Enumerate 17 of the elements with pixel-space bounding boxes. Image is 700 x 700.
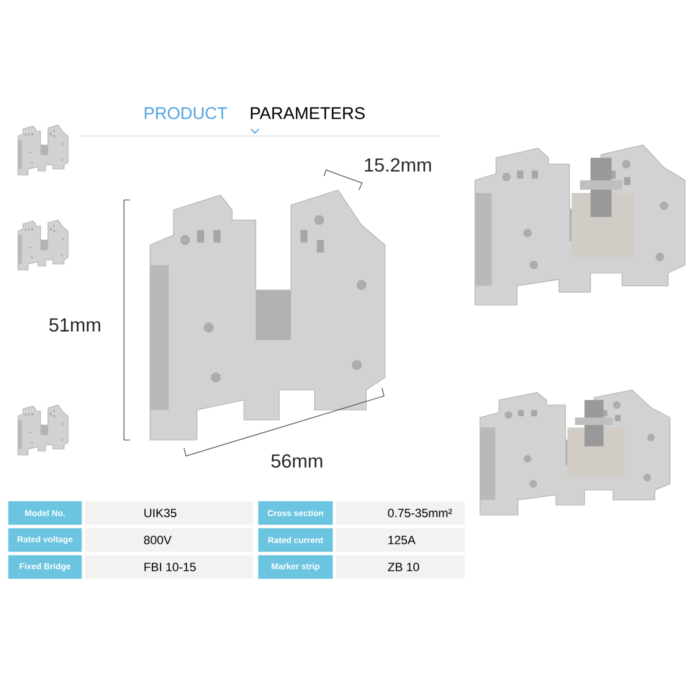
- dimension-label: 15.2mm: [364, 158, 431, 172]
- parameter-label-cell: Model No.: [8, 500, 82, 526]
- parameter-label-cell: Rated voltage: [8, 528, 82, 552]
- dimension-label: 56mm: [271, 454, 322, 468]
- parameter-value-cell: UIK35: [84, 500, 254, 526]
- parameter-label-cell: Rated current: [258, 528, 334, 552]
- parameter-label-cell: Marker strip: [258, 554, 334, 580]
- parameter-value-cell: 0.75-35mm²: [336, 500, 466, 526]
- parameter-value-cell: ZB 10: [336, 554, 466, 580]
- parameter-label-cell: Cross section: [258, 500, 334, 526]
- dimension-label: 51mm: [49, 318, 100, 332]
- section-title: PRODUCT: [144, 107, 228, 120]
- parameter-value-cell: 800V: [84, 528, 254, 552]
- parameter-label-cell: Fixed Bridge: [8, 554, 82, 580]
- parameter-value-cell: 125A: [336, 528, 466, 552]
- section-title: PARAMETERS: [250, 107, 365, 120]
- parameter-value-cell: FBI 10-15: [84, 554, 254, 580]
